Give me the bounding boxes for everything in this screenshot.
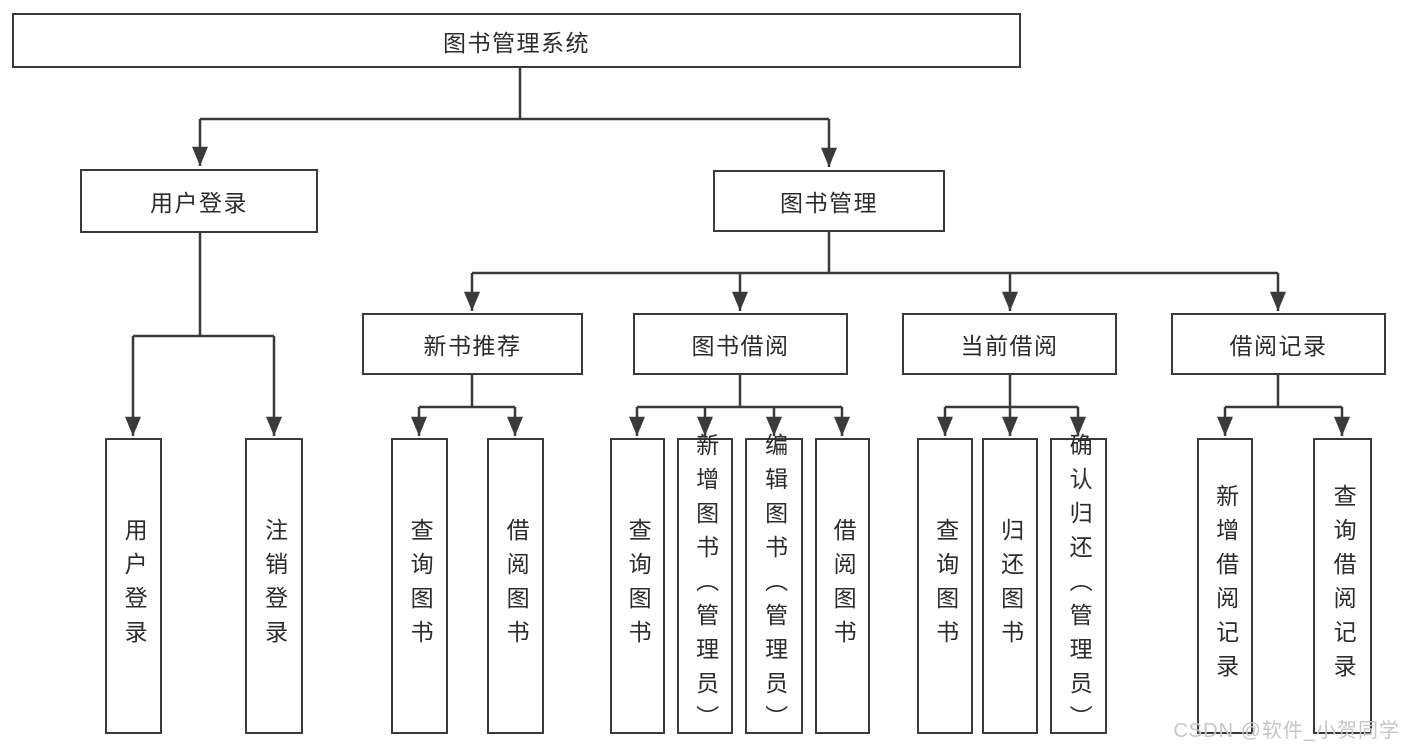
node-label: 查询图书 — [625, 518, 652, 654]
node-label: 归还图书 — [997, 518, 1024, 654]
leaf-logout: 注销登录 — [245, 438, 303, 734]
node-new-book-recommendation: 新书推荐 — [362, 313, 583, 375]
node-book-borrowing: 图书借阅 — [633, 313, 848, 375]
leaf-query-books-current: 查询图书 — [917, 438, 973, 734]
node-label: 图书管理 — [780, 190, 878, 216]
node-label: 借阅记录 — [1229, 333, 1328, 359]
node-library-system: 图书管理系统 — [12, 13, 1021, 68]
node-label: 查询图书 — [932, 518, 959, 654]
node-label: 用户登录 — [150, 190, 248, 216]
leaf-query-books-borrowing: 查询图书 — [610, 438, 665, 734]
node-label: 新书推荐 — [423, 333, 522, 359]
leaf-query-borrow-record: 查询借阅记录 — [1313, 438, 1372, 734]
node-label: 借阅图书 — [830, 518, 857, 654]
node-user-login: 用户登录 — [80, 169, 318, 233]
leaf-borrow-books-borrowing: 借阅图书 — [815, 438, 870, 734]
node-label: 图书借阅 — [691, 333, 790, 359]
node-label: 当前借阅 — [960, 333, 1059, 359]
node-label: 查询借阅记录 — [1330, 484, 1357, 688]
leaf-user-login: 用户登录 — [105, 438, 162, 734]
node-borrowing-records: 借阅记录 — [1171, 313, 1386, 375]
leaf-add-book-admin: 新增图书（管理员） — [677, 433, 733, 739]
node-label: 编辑图书（管理员） — [761, 433, 788, 739]
node-label: 新增图书（管理员） — [692, 433, 719, 739]
leaf-borrow-books-recommend: 借阅图书 — [487, 438, 544, 734]
node-label: 图书管理系统 — [443, 29, 590, 56]
node-label: 用户登录 — [121, 518, 148, 654]
node-label: 注销登录 — [261, 518, 288, 654]
node-label: 查询图书 — [407, 518, 434, 654]
leaf-edit-book-admin: 编辑图书（管理员） — [745, 433, 803, 739]
leaf-confirm-return-admin: 确认归还（管理员） — [1050, 433, 1107, 739]
node-label: 确认归还（管理员） — [1066, 433, 1093, 739]
node-current-borrowing: 当前借阅 — [902, 313, 1117, 375]
node-label: 借阅图书 — [503, 518, 530, 654]
csdn-watermark: CSDN @软件_小贺同学 — [1173, 720, 1400, 742]
leaf-add-borrow-record: 新增借阅记录 — [1197, 438, 1253, 734]
leaf-query-books-recommend: 查询图书 — [391, 438, 448, 734]
node-label: 新增借阅记录 — [1212, 484, 1239, 688]
leaf-return-books: 归还图书 — [982, 438, 1038, 734]
node-book-management: 图书管理 — [713, 170, 945, 232]
